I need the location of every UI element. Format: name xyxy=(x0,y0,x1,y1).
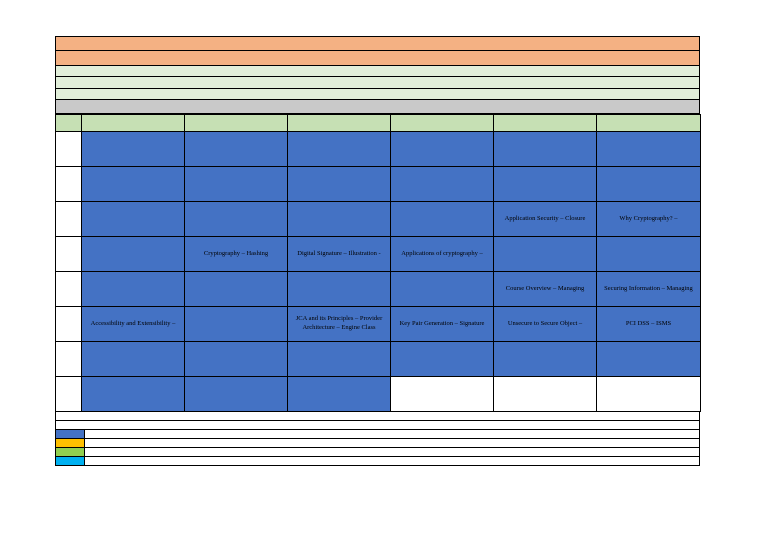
session-cell xyxy=(390,166,494,202)
row-label xyxy=(55,131,82,167)
legend-swatch-green xyxy=(56,448,84,456)
session-cell xyxy=(596,341,701,377)
info-band-3 xyxy=(55,89,700,100)
session-cell xyxy=(81,376,185,412)
session-cell: PCI DSS – ISMS xyxy=(596,306,701,342)
legend-label xyxy=(84,457,699,465)
session-cell: Why Cryptography? – xyxy=(596,201,701,237)
header-cell xyxy=(390,114,494,132)
table-row xyxy=(55,166,701,202)
row-label xyxy=(55,201,82,237)
session-cell xyxy=(493,131,597,167)
subtitle-band xyxy=(55,51,700,66)
session-cell xyxy=(493,236,597,272)
session-cell xyxy=(184,341,288,377)
legend-swatch-blue xyxy=(56,430,84,438)
table-row: Cryptography – Hashing Digital Signature… xyxy=(55,236,701,272)
header-cell xyxy=(287,114,391,132)
session-cell xyxy=(184,201,288,237)
session-cell xyxy=(287,131,391,167)
table-row: Accessibility and Extensibility – JCA an… xyxy=(55,306,701,342)
session-cell xyxy=(390,271,494,307)
spacer-row xyxy=(55,412,700,421)
session-cell: Accessibility and Extensibility – xyxy=(81,306,185,342)
row-label xyxy=(55,306,82,342)
session-cell: Applications of cryptography – xyxy=(390,236,494,272)
row-label xyxy=(55,166,82,202)
session-cell xyxy=(184,271,288,307)
session-cell: Digital Signature – Illustration - xyxy=(287,236,391,272)
session-cell: Course Overview – Managing xyxy=(493,271,597,307)
header-cell xyxy=(596,114,701,132)
schedule-table: Application Security – Closure Why Crypt… xyxy=(55,114,701,412)
info-band-2 xyxy=(55,77,700,89)
header-cell xyxy=(493,114,597,132)
table-row xyxy=(55,131,701,167)
session-cell xyxy=(287,166,391,202)
legend-item xyxy=(55,439,700,448)
row-label xyxy=(55,271,82,307)
session-cell xyxy=(81,201,185,237)
session-cell: Cryptography – Hashing xyxy=(184,236,288,272)
legend-swatch-orange xyxy=(56,439,84,447)
session-cell xyxy=(184,166,288,202)
legend-label xyxy=(84,439,699,447)
session-cell xyxy=(184,376,288,412)
empty-cell xyxy=(493,376,597,412)
session-cell: Application Security – Closure xyxy=(493,201,597,237)
header-cell xyxy=(81,114,185,132)
session-cell xyxy=(81,236,185,272)
empty-cell xyxy=(390,376,494,412)
session-cell xyxy=(493,166,597,202)
session-cell: Unsecure to Secure Object – xyxy=(493,306,597,342)
header-cell xyxy=(55,114,82,132)
row-label xyxy=(55,341,82,377)
header-row xyxy=(55,114,701,132)
session-cell xyxy=(81,341,185,377)
session-cell xyxy=(493,341,597,377)
legend-swatch-cyan xyxy=(56,457,84,465)
row-label xyxy=(55,376,82,412)
table-row: Course Overview – Managing Securing Info… xyxy=(55,271,701,307)
row-label xyxy=(55,236,82,272)
title-band xyxy=(55,36,700,51)
legend-item xyxy=(55,457,700,466)
session-cell xyxy=(81,271,185,307)
table-row: Application Security – Closure Why Crypt… xyxy=(55,201,701,237)
legend-item xyxy=(55,448,700,457)
legend-item xyxy=(55,430,700,439)
session-cell xyxy=(390,341,494,377)
session-cell xyxy=(596,166,701,202)
session-cell xyxy=(390,131,494,167)
session-cell xyxy=(390,201,494,237)
session-cell xyxy=(184,131,288,167)
session-cell xyxy=(287,271,391,307)
session-cell: Securing Information – Managing xyxy=(596,271,701,307)
legend-label xyxy=(84,430,699,438)
spacer-row xyxy=(55,421,700,430)
session-cell: JCA and its Principles – Provider Archit… xyxy=(287,306,391,342)
schedule-sheet: Application Security – Closure Why Crypt… xyxy=(55,36,701,466)
header-cell xyxy=(184,114,288,132)
legend-label xyxy=(84,448,699,456)
gray-band xyxy=(55,100,700,114)
session-cell xyxy=(287,376,391,412)
session-cell xyxy=(81,131,185,167)
session-cell xyxy=(287,201,391,237)
empty-cell xyxy=(596,376,701,412)
session-cell xyxy=(81,166,185,202)
session-cell: Key Pair Generation – Signature xyxy=(390,306,494,342)
table-row xyxy=(55,341,701,377)
session-cell xyxy=(596,236,701,272)
session-cell xyxy=(287,341,391,377)
session-cell xyxy=(184,306,288,342)
table-row xyxy=(55,376,701,412)
info-band-1 xyxy=(55,66,700,77)
session-cell xyxy=(596,131,701,167)
